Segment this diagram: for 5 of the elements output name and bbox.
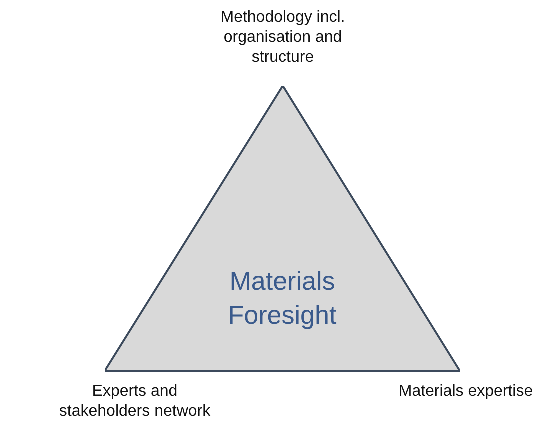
corner-label: Materials expertise [398,382,534,402]
center-title: Materials Foresight [227,265,338,332]
corner-label: Experts and stakeholders network [58,382,212,422]
corner-label: Methodology incl. organisation and structure [220,8,346,68]
triangle-shape [105,86,460,372]
